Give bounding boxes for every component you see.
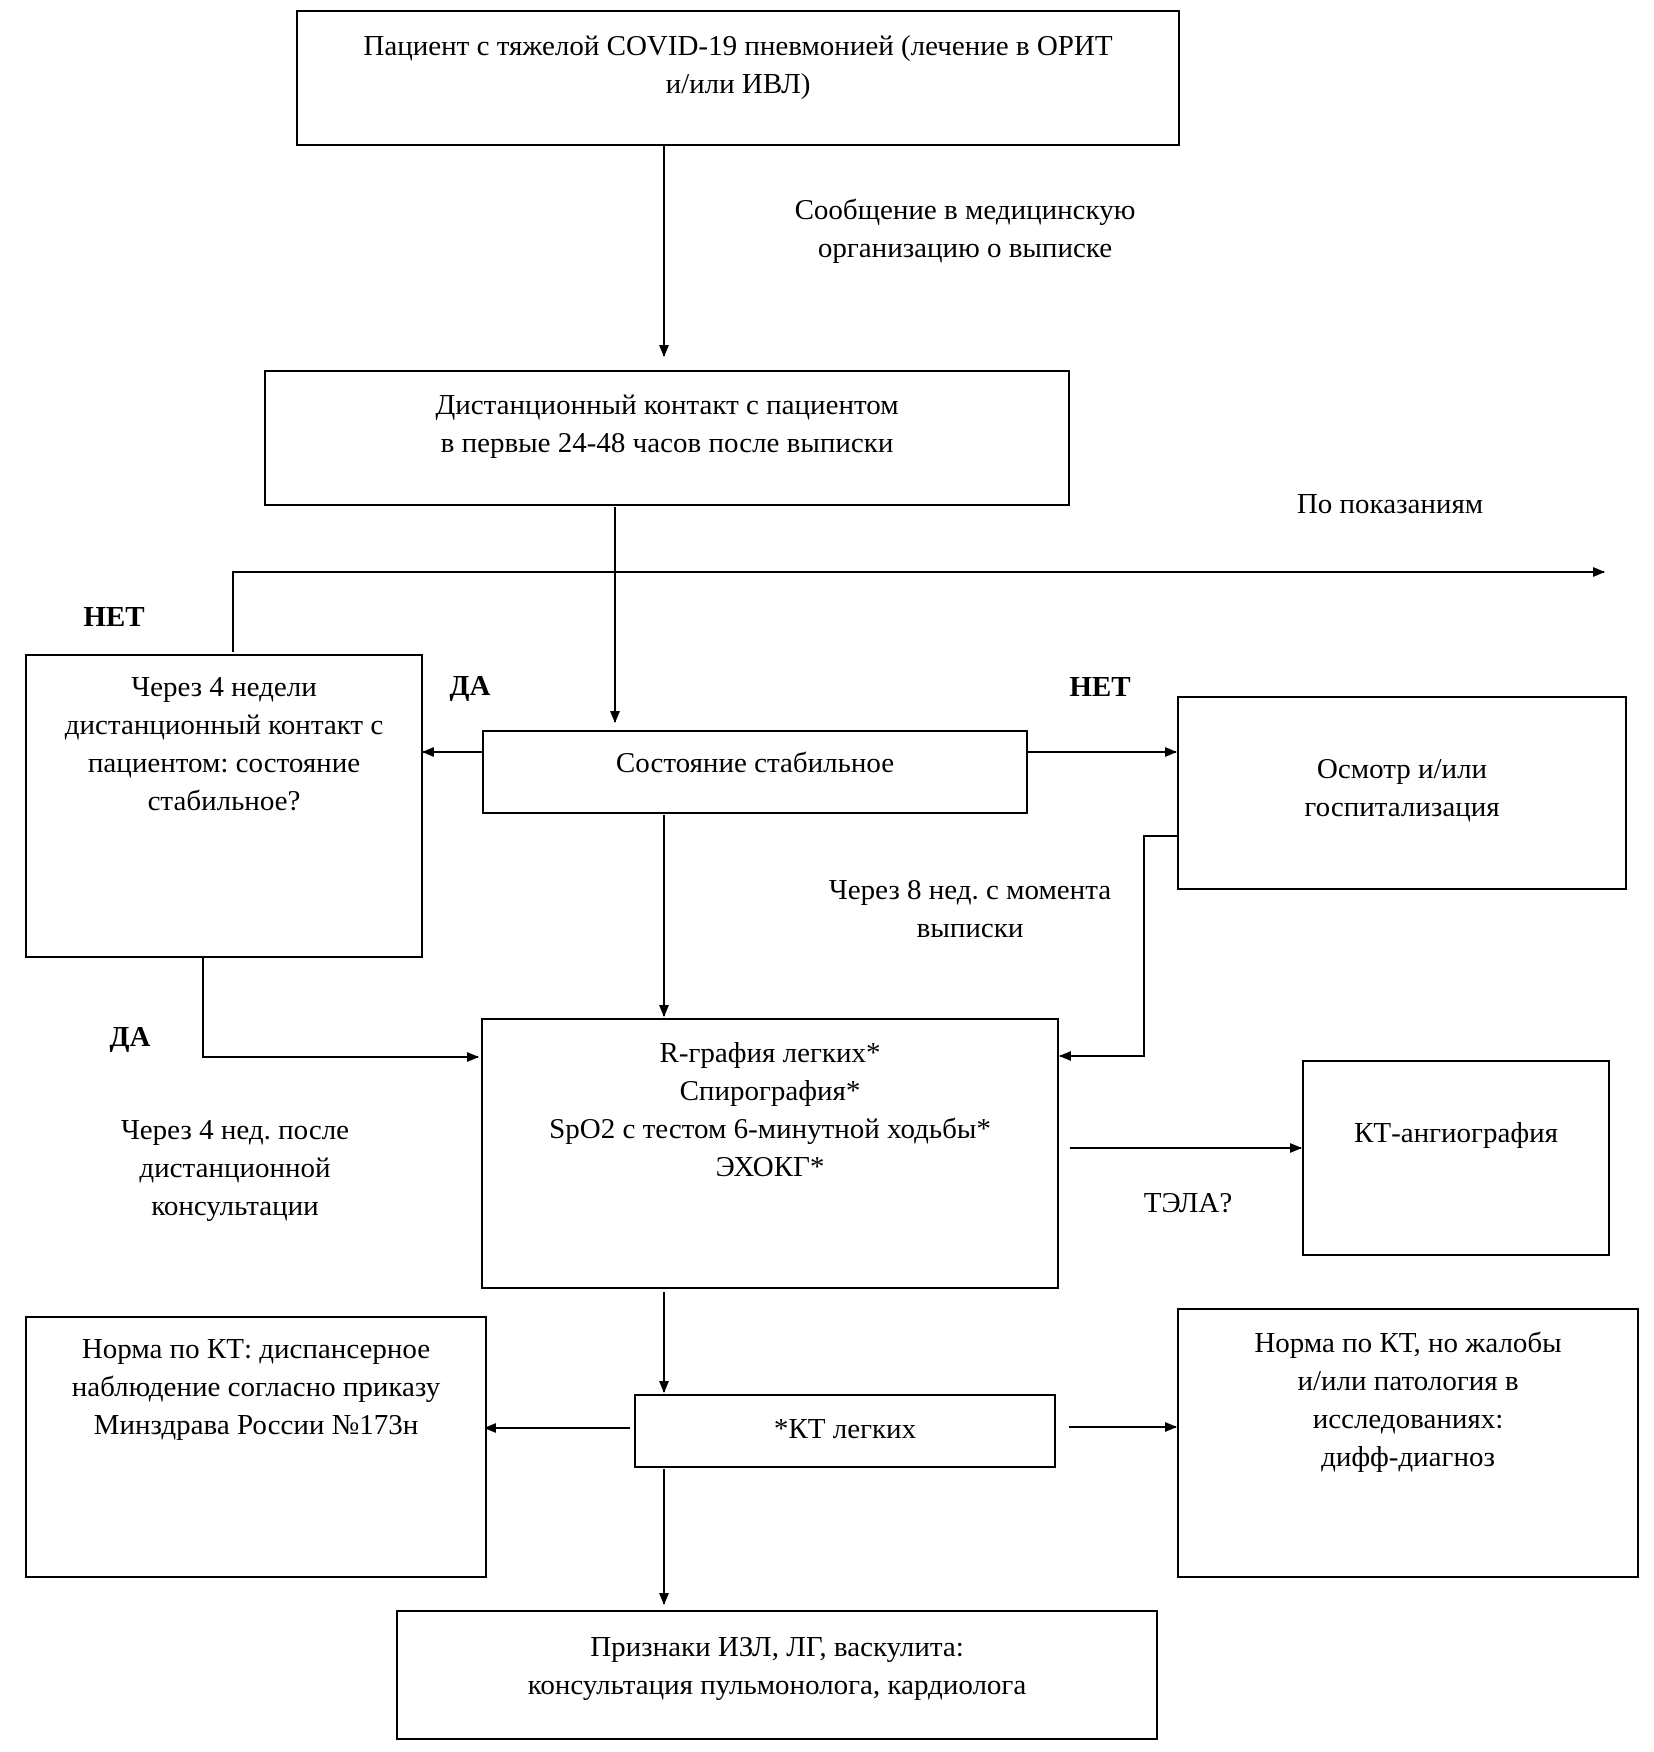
by-indication-label: По показаниям (1296, 488, 1484, 520)
yes-bottom-label: ДА (109, 1021, 151, 1053)
patient-box: Пациент с тяжелой COVID-19 пневмонией (л… (296, 10, 1180, 146)
ct-angiography-box: КТ-ангиография (1302, 1060, 1610, 1256)
no-left-label: НЕТ (83, 601, 145, 633)
no-right-label: НЕТ (1069, 671, 1131, 703)
yes-top-label: ДА (449, 670, 491, 702)
arrow-by-indication (232, 567, 1605, 652)
stable-condition-box: Состояние стабильное (482, 730, 1028, 814)
exam-hospitalization-box: Осмотр и/или госпитализация (1177, 696, 1627, 890)
ct-norm-followup-box: Норма по КТ: диспансерное наблюдение сог… (25, 1316, 487, 1578)
tests-box: R-графия легких* Спирография* SpO2 с тес… (481, 1018, 1059, 1289)
pe-question-label: ТЭЛА? (1143, 1187, 1233, 1219)
arrow-four-weeks-to-tests (202, 957, 479, 1062)
after-8-weeks-label: Через 8 нед. с момента выписки (828, 874, 1112, 944)
after-4-weeks-label: Через 4 нед. после дистанционной консуль… (120, 1114, 350, 1222)
ct-lungs-box: *КТ легких (634, 1394, 1056, 1468)
ct-norm-complaints-box: Норма по КТ, но жалобы и/или патология в… (1177, 1308, 1639, 1578)
arrow-exam-to-tests (1059, 835, 1177, 1061)
remote-contact-box: Дистанционный контакт с пациентом в перв… (264, 370, 1070, 506)
four-weeks-check-box: Через 4 недели дистанционный контакт с п… (25, 654, 423, 958)
notify-label: Сообщение в медицинскую организацию о вы… (794, 194, 1136, 264)
ild-signs-box: Признаки ИЗЛ, ЛГ, васкулита: консультаци… (396, 1610, 1158, 1740)
